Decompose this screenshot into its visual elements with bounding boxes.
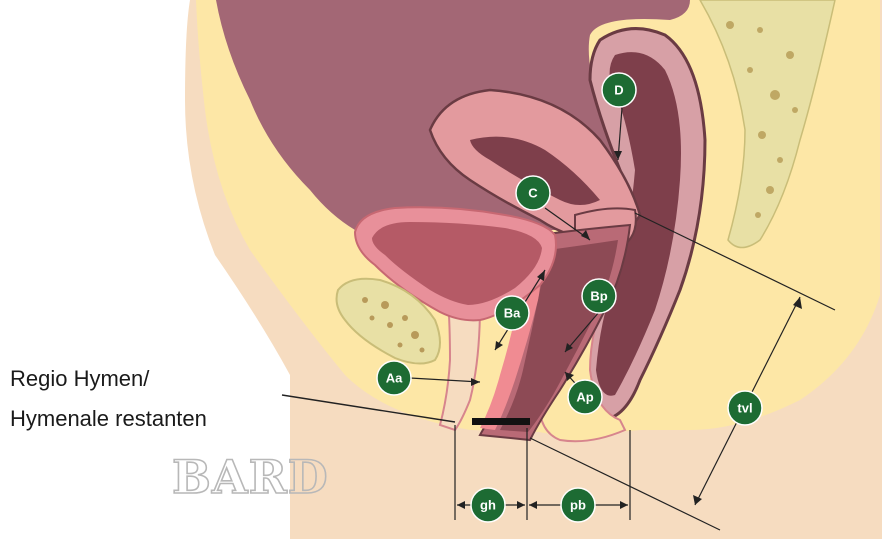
marker-ap: Ap <box>568 380 602 414</box>
hymen-label-line1: Regio Hymen/ <box>10 368 149 390</box>
svg-text:gh: gh <box>480 498 496 513</box>
hymen-label-line2: Hymenale restanten <box>10 408 207 430</box>
svg-text:Ba: Ba <box>504 306 521 321</box>
marker-tvl: tvl <box>728 391 762 425</box>
marker-aa: Aa <box>377 361 411 395</box>
marker-bp: Bp <box>582 279 616 313</box>
marker-c: C <box>516 176 550 210</box>
marker-gh: gh <box>471 488 505 522</box>
svg-text:D: D <box>614 83 623 98</box>
marker-ba: Ba <box>495 296 529 330</box>
svg-text:C: C <box>528 186 538 201</box>
marker-d: D <box>602 73 636 107</box>
svg-text:pb: pb <box>570 498 586 513</box>
svg-text:Aa: Aa <box>386 371 403 386</box>
svg-text:tvl: tvl <box>737 401 752 416</box>
marker-pb: pb <box>561 488 595 522</box>
svg-text:Ap: Ap <box>576 390 593 405</box>
hymen-bar <box>472 418 530 425</box>
bard-watermark: BARD <box>172 450 329 504</box>
svg-text:Bp: Bp <box>590 289 607 304</box>
